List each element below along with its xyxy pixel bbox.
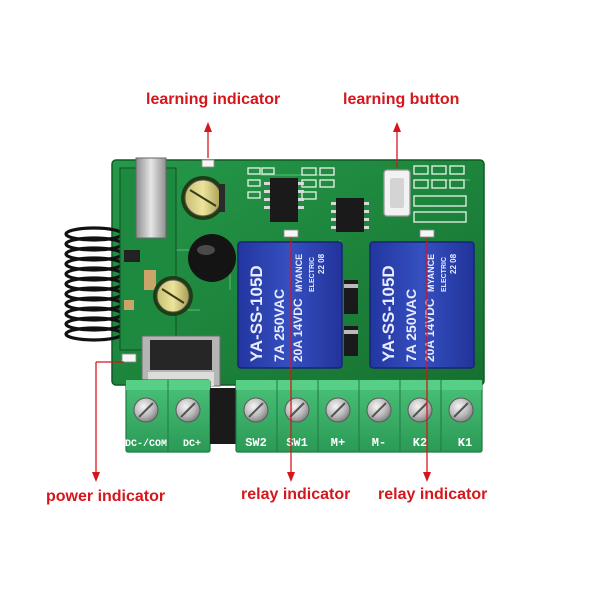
terminal-gap — [210, 388, 236, 444]
screw-dc-plus — [175, 397, 201, 423]
terminal-label-dc-plus: DC+ — [183, 439, 201, 450]
relay-left-rating-a: 7A 250VAC — [271, 289, 287, 362]
screw-k2 — [407, 397, 433, 423]
power-led — [121, 353, 137, 363]
diode-left — [344, 280, 358, 314]
callout-relay-indicator-right: relay indicator — [378, 486, 488, 503]
terminal-screws — [133, 397, 474, 423]
rf-receiver-module — [119, 157, 177, 351]
callout-arrows — [92, 122, 431, 482]
relay-left-brand: MYANCE — [294, 254, 304, 292]
diode-right — [344, 326, 358, 356]
ic-chip-main — [264, 178, 304, 222]
callout-power-indicator: power indicator — [46, 488, 166, 505]
smd-pad-group — [247, 165, 467, 223]
learning-led — [201, 159, 215, 168]
terminal-block-output — [235, 379, 483, 453]
callout-learning-indicator: learning indicator — [146, 91, 281, 108]
callout-learning-button: learning button — [343, 91, 460, 108]
relay-right-code: 22 08 — [449, 253, 458, 274]
relay-right-brand: MYANCE — [426, 254, 436, 292]
relay-right: YA-SS-105D 7A 250VAC 20A 14VDC MYANCE EL… — [369, 241, 475, 369]
terminal-label-k2: K2 — [413, 436, 427, 450]
screw-m-minus — [366, 397, 392, 423]
relay-right-sub: ELECTRIC — [441, 257, 448, 292]
terminal-label-k1: K1 — [458, 436, 472, 450]
relay-led-right — [419, 229, 435, 238]
terminal-label-m-minus: M- — [372, 436, 386, 450]
learning-button-switch — [383, 169, 411, 217]
terminal-label-dc-com: DC-/COM — [125, 438, 167, 450]
inductor — [188, 234, 236, 282]
ic-chip-secondary — [331, 198, 369, 232]
screw-sw2 — [243, 397, 269, 423]
screw-dc-com — [133, 397, 159, 423]
screw-sw1 — [284, 397, 310, 423]
terminal-label-sw2: SW2 — [245, 436, 267, 450]
terminal-label-m-plus: M+ — [331, 436, 345, 450]
relay-led-left — [283, 229, 299, 238]
screw-k1 — [448, 397, 474, 423]
screw-m-plus — [325, 397, 351, 423]
relay-left-sub: ELECTRIC — [309, 257, 316, 292]
callout-relay-indicator-left: relay indicator — [241, 486, 351, 503]
relay-left-rating-b: 20A 14VDC — [291, 298, 305, 362]
relay-right-rating-a: 7A 250VAC — [403, 289, 419, 362]
voltage-regulator — [141, 335, 221, 387]
relay-left-code: 22 08 — [317, 253, 326, 274]
relay-right-model: YA-SS-105D — [379, 265, 398, 362]
capacitor-bottom — [153, 276, 193, 316]
relay-left: YA-SS-105D 7A 250VAC 20A 14VDC MYANCE EL… — [237, 241, 343, 369]
capacitor-top — [181, 176, 225, 220]
terminal-label-sw1: SW1 — [286, 436, 308, 450]
relay-left-model: YA-SS-105D — [247, 265, 266, 362]
relay-right-rating-b: 20A 14VDC — [423, 298, 437, 362]
